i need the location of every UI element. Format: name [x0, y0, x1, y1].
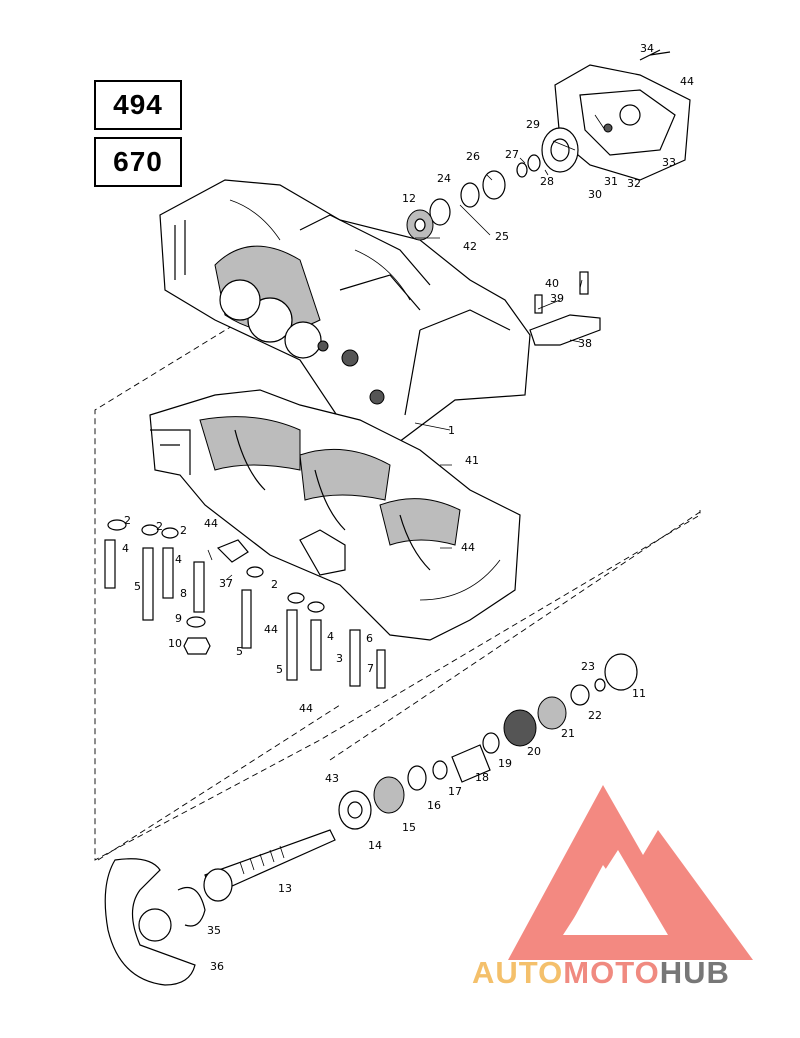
callout-22: 22: [588, 709, 602, 722]
callout-1: 1: [448, 424, 455, 437]
bracket-38: [529, 271, 601, 346]
callout-3: 3: [336, 652, 343, 665]
assembly-dashed-outline: [94, 314, 701, 861]
callout-18: 18: [475, 771, 489, 784]
callout-34: 34: [640, 42, 654, 55]
callout-35: 35: [207, 924, 221, 937]
callout-2: 2: [156, 520, 163, 533]
callout-28: 28: [540, 175, 554, 188]
callout-21: 21: [561, 727, 575, 740]
callout-17: 17: [448, 785, 462, 798]
callout-40: 40: [545, 277, 559, 290]
watermark-auto: AUTO: [472, 955, 564, 990]
callout-4: 4: [175, 553, 182, 566]
lower-crankcase: [149, 389, 521, 641]
watermark-hub: HUB: [659, 955, 730, 990]
callout-12: 12: [402, 192, 416, 205]
callout-10: 10: [168, 637, 182, 650]
callout-23: 23: [581, 660, 595, 673]
callout-5: 5: [134, 580, 141, 593]
callout-38: 38: [578, 337, 592, 350]
callout-26: 26: [466, 150, 480, 163]
callout-11: 11: [632, 687, 646, 700]
callout-44: 44: [680, 75, 694, 88]
callout-20: 20: [527, 745, 541, 758]
circlip-35: [177, 886, 206, 927]
model-box-670: 670: [94, 137, 182, 187]
pump-cover-assembly: [406, 49, 691, 241]
callout-33: 33: [662, 156, 676, 169]
callout-27: 27: [505, 148, 519, 161]
callout-32: 32: [627, 177, 641, 190]
callout-13: 13: [278, 882, 292, 895]
callout-4: 4: [327, 630, 334, 643]
callout-labels: 1 2 2 2 2 3 4 4 4 5 5 5 6 7 8 9 10 11 12…: [122, 42, 694, 973]
watermark-logo: [508, 785, 753, 960]
callout-24: 24: [437, 172, 451, 185]
model-box-494: 494: [94, 80, 182, 130]
callout-6: 6: [366, 632, 373, 645]
callout-36: 36: [210, 960, 224, 973]
callout-5: 5: [236, 645, 243, 658]
callout-19: 19: [498, 757, 512, 770]
callout-4: 4: [122, 542, 129, 555]
callout-31: 31: [604, 175, 618, 188]
watermark-text: AUTOMOTOHUB: [472, 955, 730, 991]
callout-44: 44: [264, 623, 278, 636]
callout-15: 15: [402, 821, 416, 834]
callout-42: 42: [463, 240, 477, 253]
splined-shaft: [203, 829, 336, 902]
callout-44: 44: [204, 517, 218, 530]
logo-triangle: [508, 785, 753, 960]
callout-37: 37: [219, 577, 233, 590]
bolt-set: [104, 519, 386, 689]
upper-crankcase: [159, 179, 531, 446]
callout-2: 2: [180, 524, 187, 537]
logo-inner: [573, 865, 643, 920]
callout-30: 30: [588, 188, 602, 201]
callout-2: 2: [124, 514, 131, 527]
callout-44: 44: [461, 541, 475, 554]
callout-9: 9: [175, 612, 182, 625]
callout-5: 5: [276, 663, 283, 676]
callout-8: 8: [180, 587, 187, 600]
leader-lines: [207, 114, 606, 581]
callout-43: 43: [325, 772, 339, 785]
callout-14: 14: [368, 839, 382, 852]
callout-2: 2: [271, 578, 278, 591]
callout-29: 29: [526, 118, 540, 131]
callout-41: 41: [465, 454, 479, 467]
callout-16: 16: [427, 799, 441, 812]
gear-train: [338, 653, 638, 830]
callout-7: 7: [367, 662, 374, 675]
plate-36: [104, 858, 196, 986]
callout-44: 44: [299, 702, 313, 715]
assembly-dashed-outline-2: [97, 511, 701, 861]
callout-25: 25: [495, 230, 509, 243]
callout-39: 39: [550, 292, 564, 305]
watermark-moto: MOTO: [563, 955, 660, 990]
